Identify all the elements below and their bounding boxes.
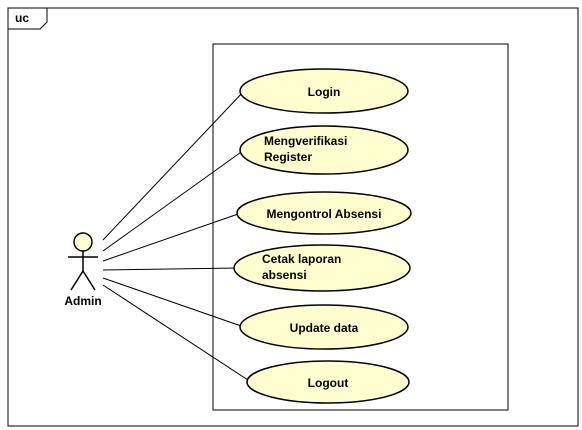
association-update-data	[102, 277, 245, 328]
use-case-logout[interactable]: Logout	[246, 360, 410, 404]
use-case-ellipse	[239, 68, 409, 114]
actor-admin[interactable]: Admin	[64, 232, 102, 308]
frame-label: uc	[15, 11, 29, 25]
use-case-label: Register	[264, 150, 312, 164]
use-case-label: Mengverifikasi	[264, 134, 347, 148]
associations	[102, 90, 252, 383]
use-case-label: Update data	[290, 321, 359, 335]
use-case-label: Mengontrol Absensi	[267, 207, 382, 221]
actor-left-leg	[70, 270, 84, 291]
use-case-label: Logout	[308, 376, 349, 390]
use-case-ellipse	[239, 125, 409, 175]
use-case-label: absensi	[262, 268, 307, 282]
actor-head	[73, 232, 93, 252]
association-login	[102, 90, 245, 241]
actor-name: Admin	[64, 294, 101, 308]
use-case-login[interactable]: Login	[239, 68, 409, 114]
use-case-label: Login	[308, 85, 341, 99]
use-case-ellipse	[246, 360, 410, 404]
use-case-label: Cetak laporan	[262, 252, 341, 266]
frame-tab	[7, 7, 48, 30]
diagram-frame	[7, 7, 579, 427]
association-mengontrol-absensi	[102, 212, 242, 262]
actor-right-leg	[82, 270, 96, 291]
association-logout	[102, 284, 252, 383]
system-boundary	[212, 43, 509, 411]
use-case-mengontrol-absensi[interactable]: Mengontrol Absensi	[236, 191, 412, 235]
association-mengverifikasi-register	[102, 149, 245, 252]
use-case-cetak-laporan-absensi[interactable]: Cetak laporan absensi	[233, 244, 411, 292]
use-case-update-data[interactable]: Update data	[239, 304, 409, 350]
use-case-ellipse	[236, 191, 412, 235]
use-case-ellipse	[233, 244, 411, 292]
use-case-ellipse	[239, 304, 409, 350]
association-cetak-laporan-absensi	[102, 267, 239, 271]
